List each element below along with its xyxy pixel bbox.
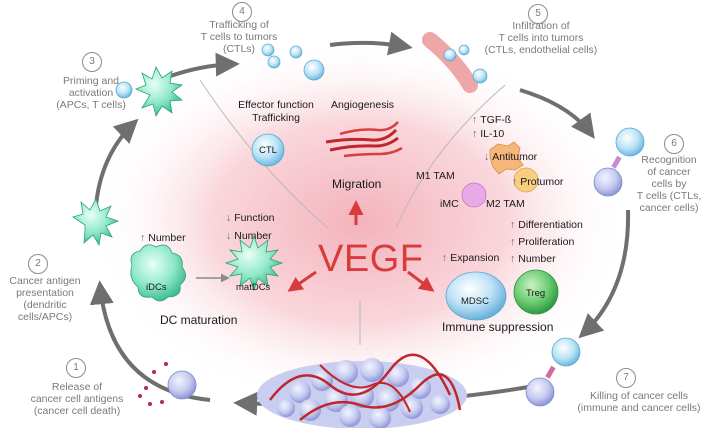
proliferation-up-label: Proliferation	[510, 236, 574, 249]
migration-label: Migration	[332, 177, 382, 191]
trafficking-tcells-step4	[261, 43, 325, 81]
idcs-label: iDCs	[146, 282, 167, 293]
step-4-text: Trafficking of T cells to tumors (CTLs)	[200, 19, 278, 55]
imc-label: iMC	[440, 198, 459, 210]
effector-function-label: Effector function Trafficking	[238, 99, 314, 124]
m1-tam-label: M1 TAM	[416, 170, 455, 182]
step-5-text: Infiltration of T cells into tumors (CTL…	[484, 20, 598, 56]
antigen-release-cluster	[138, 362, 197, 406]
vegf-arrow-right	[407, 270, 435, 292]
idc-cell	[130, 244, 186, 302]
dc-number-up-label: Number	[140, 232, 185, 245]
treg-label: Treg	[526, 288, 546, 299]
differentiation-up-label: Differentiation	[510, 219, 583, 232]
matdc-cell	[224, 234, 284, 292]
step-3-text: Priming and activation (APCs, T cells)	[56, 75, 126, 111]
vegf-arrow-left	[287, 270, 317, 292]
recognition-cells-step6	[593, 127, 645, 197]
angiogenesis-label: Angiogenesis	[331, 99, 395, 111]
treg-cell	[513, 269, 559, 315]
ctl-label: CTL	[259, 145, 277, 156]
step-7-number: 7	[616, 368, 636, 388]
vessel-infiltration-step5	[422, 32, 488, 93]
dc-maturation-title: DC maturation	[160, 313, 238, 327]
cycle-arrow-6-7	[578, 209, 631, 339]
il10-label: IL-10	[472, 128, 504, 141]
mdsc-label: MDSC	[461, 296, 489, 307]
step-6-number: 6	[664, 134, 684, 154]
dc-function-down-label: Function	[226, 212, 274, 225]
step-7-text: Killing of cancer cells (immune and canc…	[577, 390, 701, 414]
step-2-number: 2	[28, 254, 48, 274]
treg-number-up-label: Number	[510, 253, 555, 266]
step-1-number: 1	[66, 358, 86, 378]
antitumor-label: Antitumor	[484, 151, 537, 164]
vegf-label: VEGF	[318, 238, 424, 280]
cycle-arrow-4-5	[329, 31, 413, 56]
priming-cells-step3	[115, 66, 184, 118]
matdcs-label: matDCs	[236, 282, 271, 293]
divider-right	[395, 84, 506, 229]
tgf-beta-label: TGF-ß	[472, 114, 511, 127]
immune-suppression-title: Immune suppression	[442, 320, 554, 334]
cycle-arrow-5-6	[519, 88, 595, 139]
m2-tam-label: M2 TAM	[486, 198, 525, 210]
tumor-mass	[257, 353, 467, 428]
mdsc-cell	[445, 271, 507, 321]
angiogenesis-vessels-icon	[325, 121, 403, 158]
killing-cells-step7	[525, 337, 581, 407]
step-5-number: 5	[528, 4, 548, 24]
step-3-number: 3	[82, 52, 102, 72]
expansion-up-label: Expansion	[442, 252, 499, 265]
dendritic-cell-step2	[72, 198, 120, 247]
dc-number-down-label: Number	[226, 230, 271, 243]
protumor-label: Protumor	[512, 176, 563, 189]
step-2-text: Cancer antigen presentation (dendritic c…	[9, 275, 81, 323]
step-6-text: Recognition of cancer cells by T cells (…	[636, 154, 702, 214]
step-4-number: 4	[232, 2, 252, 22]
step-1-text: Release of cancer cell antigens (cancer …	[30, 381, 124, 417]
ctl-cell	[251, 133, 285, 167]
